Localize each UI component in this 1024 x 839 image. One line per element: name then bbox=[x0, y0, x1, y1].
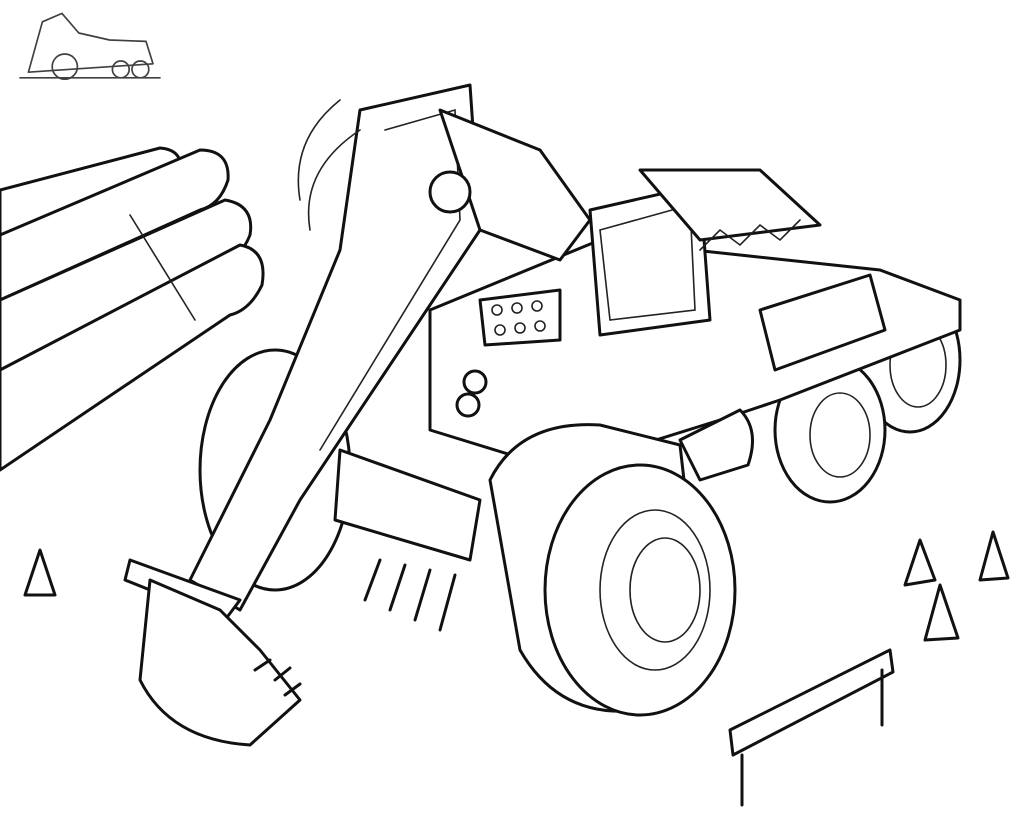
front-rake bbox=[333, 448, 482, 632]
thumbnail-sketch bbox=[19, 12, 161, 81]
pipe-bundle bbox=[0, 146, 265, 472]
front-wheel bbox=[488, 408, 754, 717]
barrier bbox=[728, 648, 895, 807]
traffic-cones bbox=[23, 530, 1010, 642]
excavator-arm bbox=[123, 83, 592, 747]
vehicle-body bbox=[428, 168, 962, 472]
